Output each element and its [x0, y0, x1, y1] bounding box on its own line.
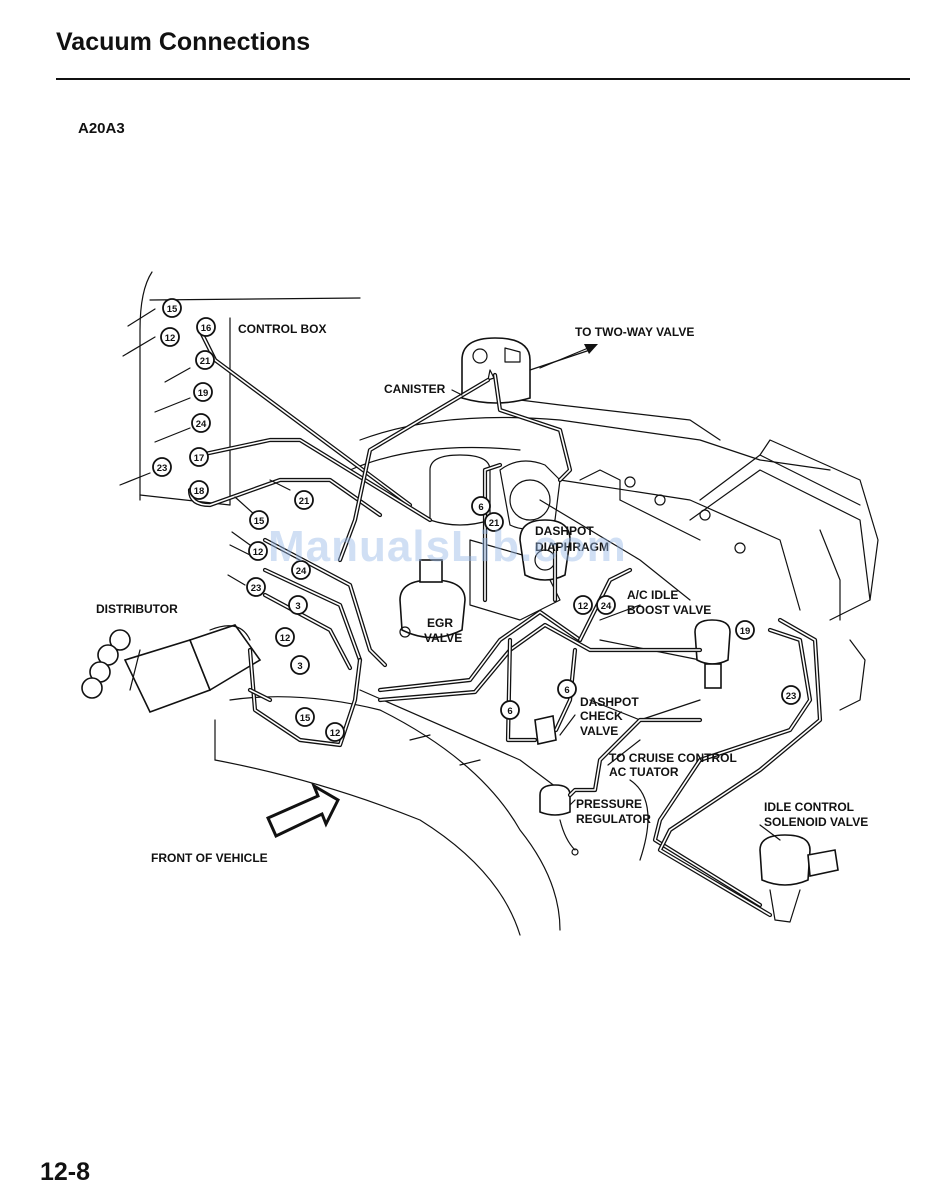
svg-text:3: 3 [297, 661, 302, 672]
svg-text:19: 19 [740, 626, 751, 637]
label-dashpot-check-valve-2: CHECK [580, 709, 623, 723]
hose-callout-chk-6a: 6 [557, 679, 577, 699]
hose-callout-ac-23: 23 [781, 685, 801, 705]
label-pressure-regulator-1: PRESSURE [576, 797, 642, 811]
component-labels: CONTROL BOX TO TWO-WAY VALVE CANISTER DA… [96, 322, 868, 865]
egr-valve-body [399, 559, 466, 639]
pressure-regulator-body [539, 784, 579, 856]
label-to-cruise-control-1: TO CRUISE CONTROL [609, 751, 737, 765]
svg-text:19: 19 [198, 388, 209, 399]
front-of-vehicle-arrow [266, 782, 340, 839]
hose-callout-ac-12: 12 [573, 595, 593, 615]
hose-callout-eng-15: 15 [249, 510, 269, 530]
svg-text:6: 6 [478, 502, 483, 513]
svg-text:12: 12 [578, 601, 589, 612]
hose-callout-cb-16: 16 [196, 317, 216, 337]
svg-text:24: 24 [296, 566, 307, 577]
svg-text:21: 21 [299, 496, 310, 507]
dashpot-check-valve-body [534, 715, 557, 745]
watermark: ManualsLib.com [268, 522, 627, 571]
label-dashpot-check-valve-3: VALVE [580, 724, 618, 738]
hose-callout-ac-24: 24 [596, 595, 616, 615]
svg-text:12: 12 [280, 633, 291, 644]
svg-text:16: 16 [201, 323, 212, 334]
hose-callouts: 15 12 16 21 19 24 17 23 18 21 15 12 24 2… [152, 298, 801, 742]
hose-callout-cb-21: 21 [195, 350, 215, 370]
hose-callout-cb-17: 17 [189, 447, 209, 467]
hose-callout-dist-15: 15 [295, 707, 315, 727]
svg-text:23: 23 [157, 463, 168, 474]
throttle-body [519, 519, 571, 581]
title-rule [56, 78, 910, 80]
label-control-box: CONTROL BOX [238, 322, 326, 336]
hose-callout-eng-24: 24 [291, 560, 311, 580]
svg-text:15: 15 [167, 304, 178, 315]
page-title: Vacuum Connections [56, 28, 311, 56]
label-egr-valve-1: EGR [427, 616, 453, 630]
label-dashpot-check-valve-1: DASHPOT [580, 695, 639, 709]
hose-callout-dist-12b: 12 [325, 722, 345, 742]
label-front-of-vehicle: FRONT OF VEHICLE [151, 851, 268, 865]
svg-text:23: 23 [786, 691, 797, 702]
svg-text:12: 12 [253, 547, 264, 558]
svg-text:6: 6 [564, 685, 569, 696]
hose-callout-ac-19: 19 [735, 620, 755, 640]
label-egr-valve-2: VALVE [424, 631, 462, 645]
svg-text:23: 23 [251, 583, 262, 594]
hose-callout-cb-18: 18 [189, 480, 209, 500]
engine-model-code: A20A3 [78, 120, 125, 137]
svg-text:18: 18 [194, 486, 205, 497]
hose-callout-cb-23: 23 [152, 457, 172, 477]
svg-text:6: 6 [507, 706, 512, 717]
label-distributor: DISTRIBUTOR [96, 602, 178, 616]
label-dashpot-diaphragm-2: DIAPHRAGM [535, 540, 609, 554]
svg-text:21: 21 [200, 356, 211, 367]
hose-callout-eng-21: 21 [294, 490, 314, 510]
hose-callout-cb-19: 19 [193, 382, 213, 402]
label-idle-control-solenoid-2: SOLENOID VALVE [764, 815, 868, 829]
svg-text:12: 12 [165, 333, 176, 344]
svg-text:3: 3 [295, 601, 300, 612]
label-pressure-regulator-2: REGULATOR [576, 812, 651, 826]
hose-callout-eng-3: 3 [288, 595, 308, 615]
engine-outline [214, 394, 879, 936]
label-to-two-way-valve: TO TWO-WAY VALVE [575, 325, 694, 339]
hose-callout-dist-3: 3 [290, 655, 310, 675]
svg-text:24: 24 [196, 419, 207, 430]
label-dashpot-diaphragm-1: DASHPOT [535, 524, 594, 538]
hose-callout-thr-6: 6 [471, 496, 491, 516]
ac-idle-boost-valve-body [694, 619, 731, 689]
svg-text:15: 15 [300, 713, 311, 724]
label-canister: CANISTER [384, 382, 446, 396]
svg-text:12: 12 [330, 728, 341, 739]
svg-text:21: 21 [489, 518, 500, 529]
hose-callout-chk-6b: 6 [500, 700, 520, 720]
distributor-body [81, 624, 262, 714]
hose-callout-cb-24: 24 [191, 413, 211, 433]
page-number: 12-8 [40, 1158, 91, 1186]
label-ac-idle-boost-valve-2: BOOST VALVE [627, 603, 711, 617]
svg-text:15: 15 [254, 516, 265, 527]
label-idle-control-solenoid-1: IDLE CONTROL [764, 800, 854, 814]
hose-callout-thr-21: 21 [484, 512, 504, 532]
label-to-cruise-control-2: AC TUATOR [609, 765, 679, 779]
hose-callout-eng-12: 12 [248, 541, 268, 561]
label-ac-idle-boost-valve-1: A/C IDLE [627, 588, 678, 602]
hose-callout-cb-12: 12 [160, 327, 180, 347]
idle-control-solenoid-valve-body [759, 834, 839, 923]
hose-callout-eng-23: 23 [246, 577, 266, 597]
svg-text:17: 17 [194, 453, 205, 464]
svg-text:24: 24 [601, 601, 612, 612]
direction-arrows [119, 308, 598, 586]
hose-callout-dist-12: 12 [275, 627, 295, 647]
hose-callout-cb-15: 15 [162, 298, 182, 318]
vacuum-hoses [187, 327, 823, 918]
